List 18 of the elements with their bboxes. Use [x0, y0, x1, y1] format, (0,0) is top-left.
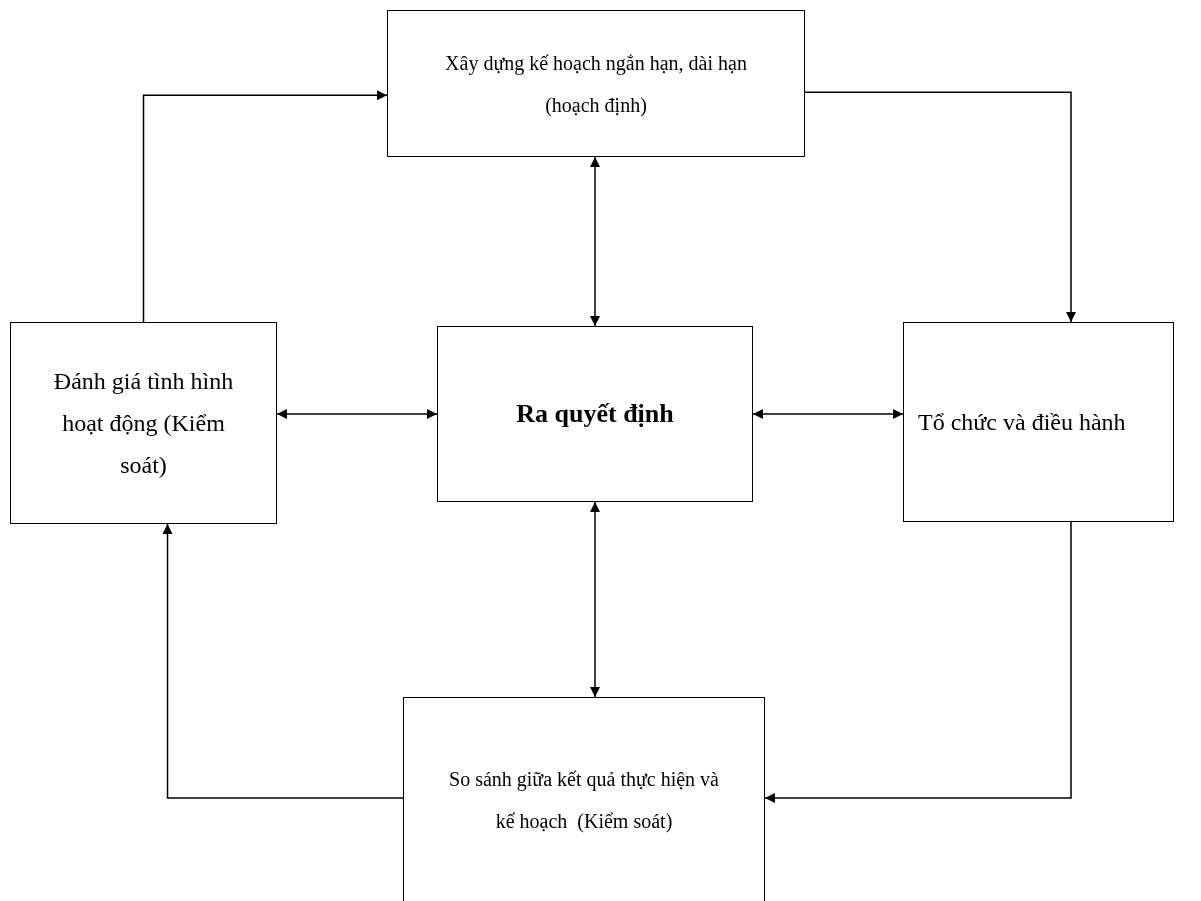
arrow	[162, 523, 404, 799]
arrow	[590, 156, 600, 327]
arrow	[590, 501, 600, 698]
box-text: Tổ chức và điều hành	[918, 407, 1126, 437]
process-box	[10, 322, 277, 524]
process-box	[387, 10, 805, 157]
process-box	[903, 322, 1174, 522]
box-text: Ra quyết định	[516, 397, 674, 430]
process-box	[403, 697, 765, 901]
box-text: Xây dựng kế hoạch ngắn hạn, dài hạn (hoạch định)	[444, 50, 748, 119]
arrow	[276, 409, 438, 419]
arrow	[142, 90, 388, 323]
arrow	[764, 521, 1072, 803]
box-text: So sánh giữa kết quả thực hiện và kế hoạch (Kiểm soát)	[448, 767, 720, 835]
arrow	[752, 409, 904, 419]
arrow	[804, 91, 1076, 323]
process-box	[437, 326, 753, 502]
box-text: Đánh giá tình hình hoạt động (Kiểm soát)	[52, 367, 235, 480]
